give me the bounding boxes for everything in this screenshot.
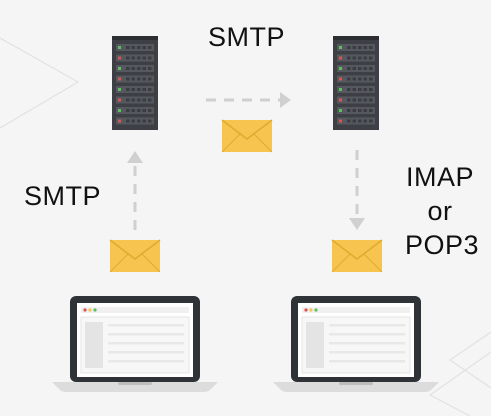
envelope-icon: [221, 119, 273, 153]
smtp-label-top: SMTP: [208, 22, 286, 52]
imap-label-line: POP3: [405, 230, 480, 260]
server-icon: [112, 36, 158, 130]
smtp-label-left: SMTP: [24, 181, 102, 211]
arrow-icon: [127, 151, 143, 230]
imap-label-line: IMAP: [405, 162, 474, 192]
arrow-icon: [206, 92, 291, 108]
server-icon: [333, 36, 379, 130]
arrow-icon: [349, 150, 365, 230]
laptop-icon: [273, 296, 439, 392]
decorative-lines: [0, 37, 491, 416]
envelope-icon: [331, 239, 383, 273]
laptop-icon: [52, 296, 218, 392]
envelope-icon: [109, 239, 161, 273]
imap-pop3-label: IMAP or POP3: [405, 160, 480, 262]
imap-label-line: or: [427, 196, 453, 226]
